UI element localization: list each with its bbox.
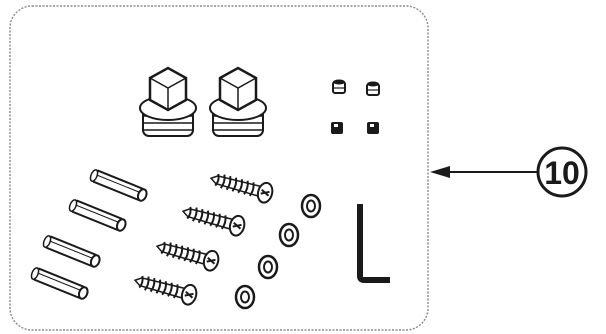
standoff-2: [67, 197, 129, 234]
set-screw-1: [332, 78, 346, 94]
washer-1: [300, 193, 322, 219]
plug-1: [138, 66, 198, 138]
standoff-3: [41, 233, 103, 270]
screw-3: [153, 235, 222, 274]
nut-2: [367, 122, 379, 134]
set-screw-2: [366, 80, 380, 96]
plug-2: [208, 66, 268, 138]
washer-4: [234, 284, 256, 310]
standoff-1: [88, 167, 150, 204]
nut-1: [331, 122, 343, 134]
callout-number: 10: [544, 155, 580, 191]
callout-arrow: [430, 166, 538, 178]
callout-circle: [536, 146, 588, 198]
washer-3: [257, 254, 279, 280]
screw-4: [131, 269, 200, 308]
screw-2: [179, 200, 248, 239]
hex-key: [357, 204, 390, 283]
standoff-4: [29, 265, 91, 302]
kit-border: [9, 5, 429, 331]
washer-2: [278, 222, 300, 248]
screw-1: [207, 167, 276, 206]
